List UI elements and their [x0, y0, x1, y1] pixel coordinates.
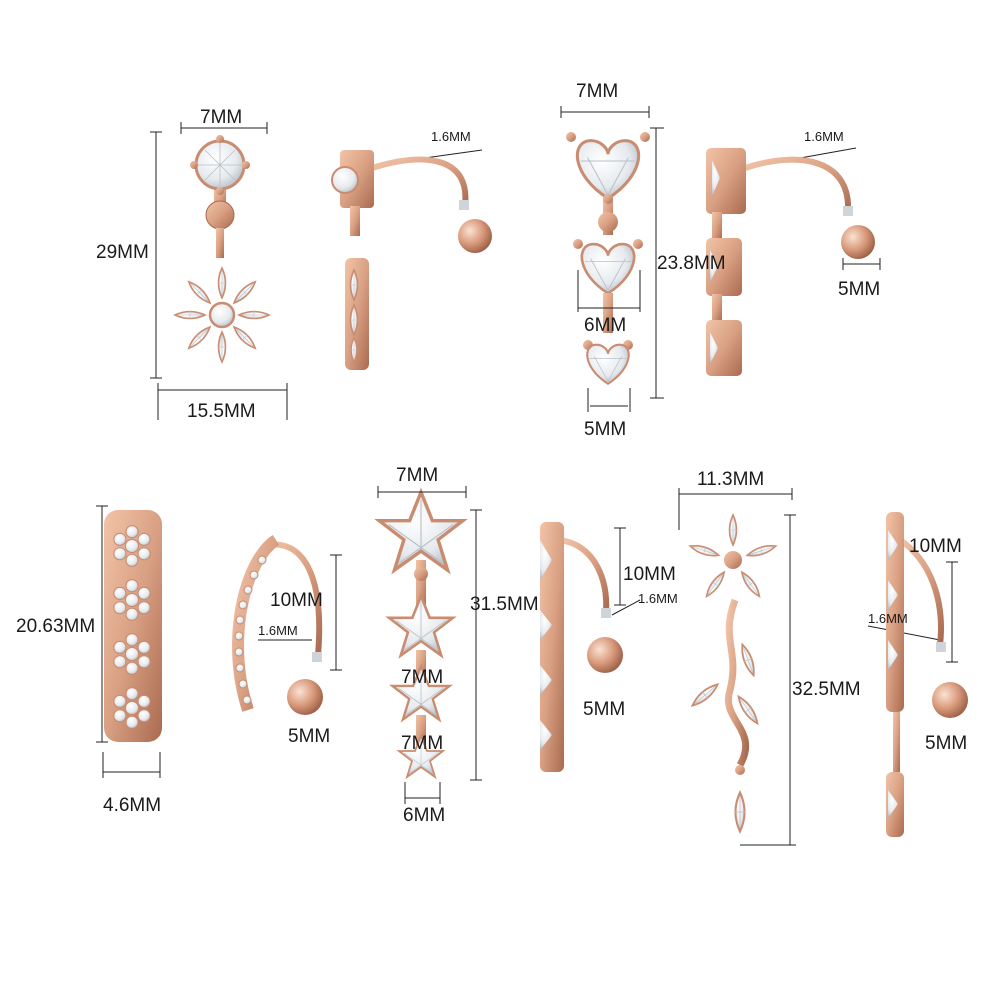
cluster-side	[232, 534, 323, 715]
flower-dangle-front	[174, 135, 270, 363]
heart-top-width-label: 7MM	[576, 81, 619, 102]
heart-gauge-label: 1.6MM	[804, 129, 844, 144]
cluster-dimension-lines	[96, 505, 342, 778]
star-bottom-width-label: 6MM	[403, 805, 446, 826]
cluster-ball-label: 5MM	[288, 726, 331, 747]
star-dangle-front	[377, 490, 465, 778]
flower-gauge-label: 1.6MM	[431, 129, 471, 144]
flower-bottom-width-label: 15.5MM	[187, 401, 256, 422]
leaf-height-label: 32.5MM	[792, 679, 861, 700]
leaf-gauge-label: 1.6MM	[868, 611, 908, 626]
star-height-label: 31.5MM	[470, 594, 539, 615]
star-second-width-label: 7MM	[401, 667, 444, 688]
leaf-top-width-label: 11.3MM	[697, 469, 765, 490]
leaf-vine-side	[886, 512, 968, 837]
flower-height-label: 29MM	[96, 242, 149, 263]
cluster-width-label: 4.6MM	[103, 795, 162, 816]
heart-bottom-width-label: 5MM	[584, 419, 627, 440]
leaf-vine-front	[688, 514, 778, 833]
heart-ball-label: 5MM	[838, 279, 881, 300]
leaf-ball-label: 5MM	[925, 733, 968, 754]
star-bar-length-label: 10MM	[623, 564, 676, 585]
star-dangle-side	[540, 522, 623, 772]
leaf-bar-length-label: 10MM	[909, 536, 962, 557]
star-top-width-label: 7MM	[396, 465, 439, 486]
star-third-width-label: 7MM	[401, 733, 444, 754]
star-dimension-lines	[377, 486, 641, 804]
cluster-gauge-label: 1.6MM	[258, 623, 298, 638]
leaf-dimension-lines	[678, 488, 958, 846]
cluster-bar-length-label: 10MM	[270, 590, 323, 611]
flower-dangle-side	[331, 150, 492, 370]
cluster-height-label: 20.63MM	[16, 616, 96, 637]
star-gauge-label: 1.6MM	[638, 591, 678, 606]
heart-middle-width-label: 6MM	[584, 315, 627, 336]
heart-dimension-lines	[560, 106, 881, 412]
cluster-front	[104, 510, 162, 742]
star-ball-label: 5MM	[583, 699, 626, 720]
heart-height-label: 23.8MM	[657, 253, 726, 274]
heart-dangle-side	[706, 148, 875, 376]
flower-top-width-label: 7MM	[200, 107, 243, 128]
heart-dangle-front	[566, 132, 650, 385]
